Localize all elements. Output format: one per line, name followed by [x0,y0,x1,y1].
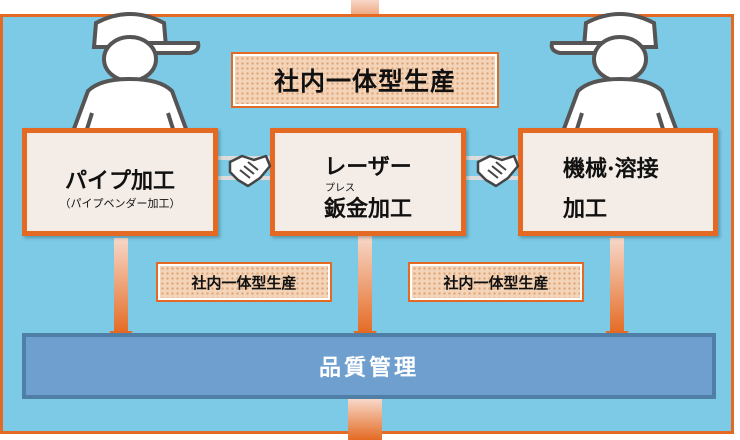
laser-process-line2: 鈑金加工 [323,196,412,222]
connector-line [440,176,520,180]
side-label-chip-left: 社内一体型生産 [158,264,330,300]
laser-process-box: レーザー プレス 鈑金加工 [270,128,466,236]
connector-line [188,176,248,180]
connector-line [246,176,282,180]
title-chip: 社内一体型生産 [233,54,497,106]
title-text: 社内一体型生産 [273,67,456,96]
side-label-right: 社内一体型生産 [443,273,549,292]
laser-process-line1: レーザー [324,154,412,180]
pipe-down-arrow-shaft [114,238,128,334]
machine-down-arrow-shaft [610,238,624,334]
pipe-process-sub: （パイプベンダー加工） [59,197,181,210]
laser-down-arrow-shaft [358,236,372,334]
worker-right-icon [549,12,685,145]
quality-control-band: 品質管理 [22,333,716,399]
pipe-process-box: パイプ加工 （パイプベンダー加工） [22,128,218,236]
machine-process-box: 機械·溶接 加工 [518,128,718,236]
machine-process-line2: 加工 [563,196,608,222]
worker-left-icon [65,12,201,145]
pipe-process-title: パイプ加工 [64,168,175,194]
handshake-right-icon [476,154,520,188]
connector-line [188,156,248,160]
handshake-left-icon [228,154,272,188]
bottom-arrow-shaft [348,399,382,440]
laser-process-ruby: プレス [325,183,355,194]
side-label-left: 社内一体型生産 [191,273,297,292]
side-label-chip-right: 社内一体型生産 [410,264,582,300]
connector-line [440,156,520,160]
machine-process-line1: 機械·溶接 [563,156,659,182]
quality-control-label: 品質管理 [318,355,419,381]
